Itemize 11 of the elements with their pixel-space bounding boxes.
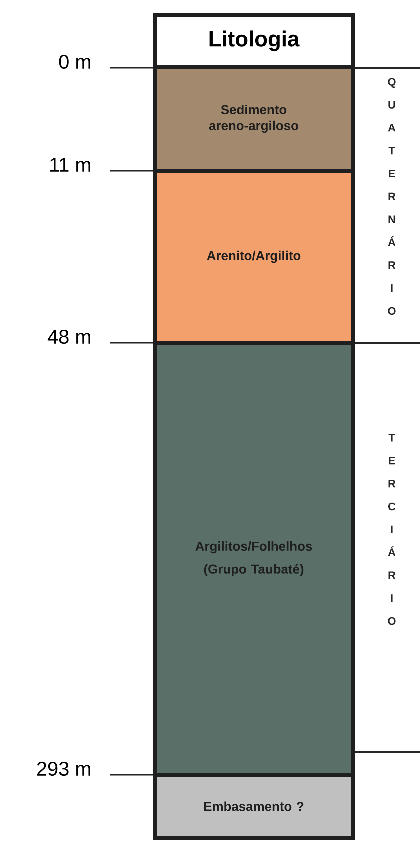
lithology-layer: Arenito/Argilito [153,169,355,345]
lithology-layer: Embasamento ? [153,773,355,840]
depth-label: 48 m [48,330,90,344]
period-label: TERCIÁRIO [388,434,396,626]
depth-label: 293 m [37,762,90,776]
depth-label: 0 m [59,54,90,70]
header-box: Litologia [153,13,355,69]
depth-label: 11 m [50,158,90,172]
period-label: QUATERNÁRIO [388,78,396,316]
lithology-layer: Sedimento areno-argiloso [153,65,355,173]
lithology-layer: Argilitos/Folhelhos (Grupo Taubaté) [153,341,355,777]
